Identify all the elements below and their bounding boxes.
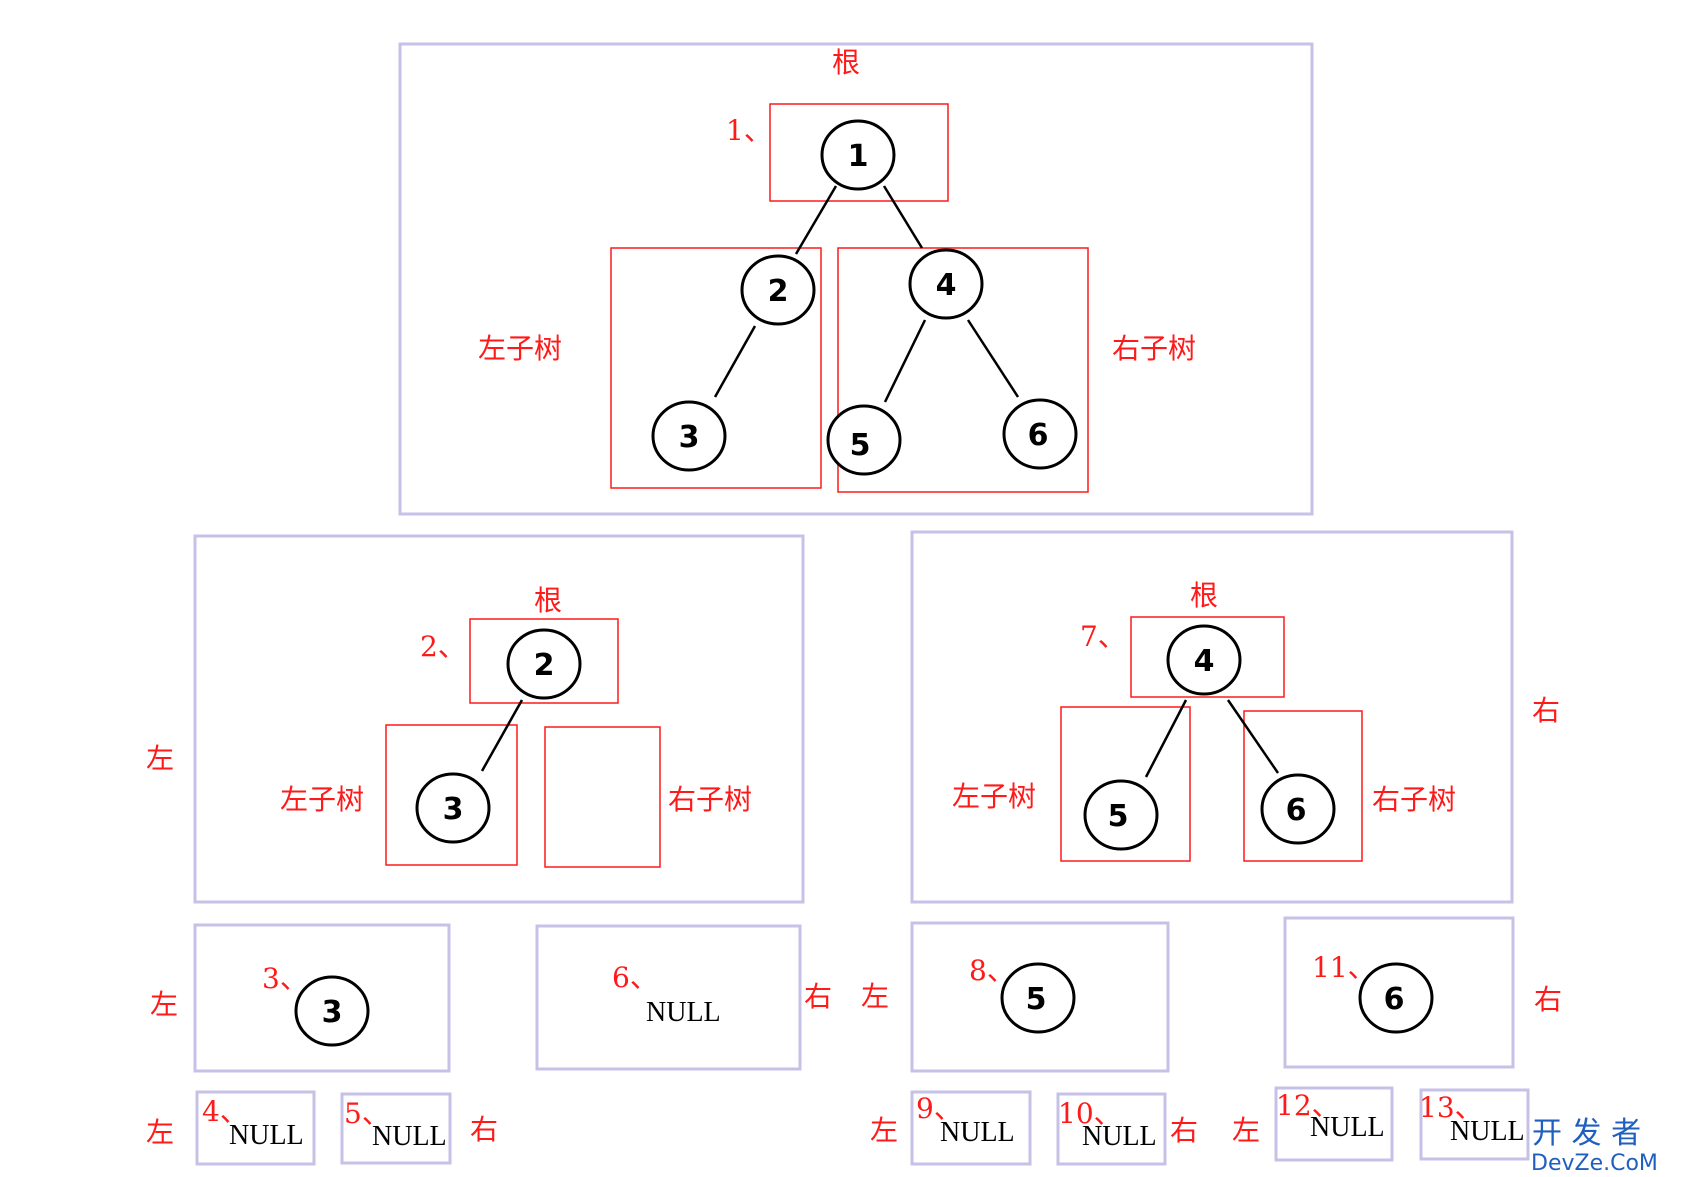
node-5-sub: 5: [1083, 779, 1159, 851]
edge-4-6: [966, 319, 1020, 398]
frame-subtree-4: [910, 530, 1514, 904]
label-root-sub4: 根: [1190, 579, 1218, 612]
svg-text:3: 3: [443, 792, 464, 827]
svg-text:2: 2: [768, 274, 789, 309]
frame-call-3: [193, 923, 451, 1073]
node-4-sub: 4: [1166, 624, 1242, 696]
null-9: NULL: [940, 1117, 1015, 1148]
step-13: 13、: [1419, 1091, 1483, 1124]
node-3-sub: 3: [415, 772, 491, 844]
step-10: 10、: [1058, 1097, 1122, 1130]
edge-4-5: [883, 319, 927, 403]
svg-text:6: 6: [1384, 982, 1405, 1017]
node-6-sub: 6: [1260, 773, 1336, 845]
label-left-null9: 左: [870, 1114, 898, 1147]
label-right-subtree-top: 右子树: [1112, 332, 1196, 365]
label-right-null5: 右: [470, 1113, 498, 1146]
step-6: 6、: [612, 961, 658, 994]
label-root-top: 根: [832, 46, 860, 79]
edge-2-3: [713, 325, 757, 398]
svg-text:3: 3: [322, 995, 343, 1030]
edge-sub4-4-6: [1226, 699, 1280, 774]
node-4-top: 4: [908, 248, 984, 320]
box-root-2: [469, 618, 619, 704]
box-left-subtree-top: [610, 247, 822, 489]
step-1: 1、: [726, 114, 772, 147]
box-right-subtree-sub2: [544, 726, 661, 868]
frame-call-6: [1283, 916, 1515, 1069]
box-left-subtree-sub4: [1060, 706, 1191, 862]
node-3-top: 3: [651, 400, 727, 472]
frame-null-12: [1274, 1086, 1394, 1162]
svg-text:2: 2: [534, 648, 555, 683]
svg-text:4: 4: [1194, 644, 1215, 679]
frame-null-5: [340, 1092, 452, 1165]
label-left-call5: 左: [861, 980, 889, 1013]
watermark-line1: 开 发 者: [1532, 1116, 1641, 1151]
box-root-1: [769, 103, 949, 202]
node-3-call: 3: [294, 975, 370, 1047]
frame-null-10: [1056, 1092, 1167, 1166]
box-root-4: [1130, 616, 1285, 698]
label-right-subtree-sub2: 右子树: [668, 783, 752, 816]
node-6-call: 6: [1358, 962, 1434, 1034]
label-right-subtree-sub4: 右子树: [1372, 783, 1456, 816]
label-root-sub2: 根: [534, 584, 562, 617]
svg-text:4: 4: [936, 268, 957, 303]
frame-call-6-null: [535, 924, 802, 1071]
step-7: 7、: [1080, 620, 1126, 653]
svg-text:5: 5: [1026, 982, 1047, 1017]
step-4: 4、: [202, 1095, 248, 1128]
step-9: 9、: [916, 1092, 962, 1125]
watermark-line2: DevZe.CoM: [1531, 1151, 1658, 1176]
label-left-null12: 左: [1232, 1114, 1260, 1147]
null-5: NULL: [372, 1121, 447, 1152]
edge-sub4-4-5: [1144, 699, 1188, 778]
node-6-top: 6: [1002, 398, 1078, 470]
null-6: NULL: [646, 997, 721, 1028]
svg-text:6: 6: [1286, 793, 1307, 828]
frame-null-4: [195, 1090, 316, 1166]
label-left-sub2: 左: [146, 742, 174, 775]
label-left-subtree-top: 左子树: [478, 332, 562, 365]
null-12: NULL: [1310, 1112, 1385, 1143]
step-3: 3、: [262, 962, 308, 995]
frame-call-5: [910, 921, 1170, 1073]
edge-1-4: [882, 185, 924, 249]
svg-text:3: 3: [679, 420, 700, 455]
null-10: NULL: [1082, 1121, 1157, 1152]
svg-text:5: 5: [1108, 799, 1129, 834]
label-right-call6: 右: [804, 980, 832, 1013]
svg-text:6: 6: [1028, 418, 1049, 453]
null-13: NULL: [1450, 1116, 1525, 1147]
label-right-null10: 右: [1170, 1114, 1198, 1147]
null-4: NULL: [229, 1120, 304, 1151]
node-5-call: 5: [1000, 962, 1076, 1034]
node-5-top: 5: [826, 404, 902, 476]
box-left-subtree-sub2: [385, 724, 518, 866]
edge-1-2: [794, 185, 838, 255]
svg-text:1: 1: [848, 139, 869, 174]
label-left-call3: 左: [150, 988, 178, 1021]
node-2-sub: 2: [506, 628, 582, 700]
label-left-null4: 左: [146, 1116, 174, 1149]
frame-null-13: [1419, 1088, 1530, 1161]
frame-null-9: [910, 1090, 1032, 1166]
label-right-sub4: 右: [1532, 694, 1560, 727]
label-right-call6b: 右: [1534, 983, 1562, 1016]
step-12: 12、: [1276, 1089, 1340, 1122]
frame-subtree-2: [193, 534, 805, 904]
svg-text:5: 5: [850, 428, 871, 463]
frame-full-tree: [398, 42, 1314, 516]
box-right-subtree-top: [837, 247, 1089, 493]
box-right-subtree-sub4: [1243, 710, 1363, 862]
label-left-subtree-sub4: 左子树: [952, 780, 1036, 813]
step-2: 2、: [420, 630, 466, 663]
edge-sub2-2-3: [480, 699, 524, 772]
step-5: 5、: [344, 1097, 390, 1130]
node-1-top: 1: [820, 119, 896, 191]
label-left-subtree-sub2: 左子树: [280, 783, 364, 816]
node-2-top: 2: [740, 254, 816, 326]
